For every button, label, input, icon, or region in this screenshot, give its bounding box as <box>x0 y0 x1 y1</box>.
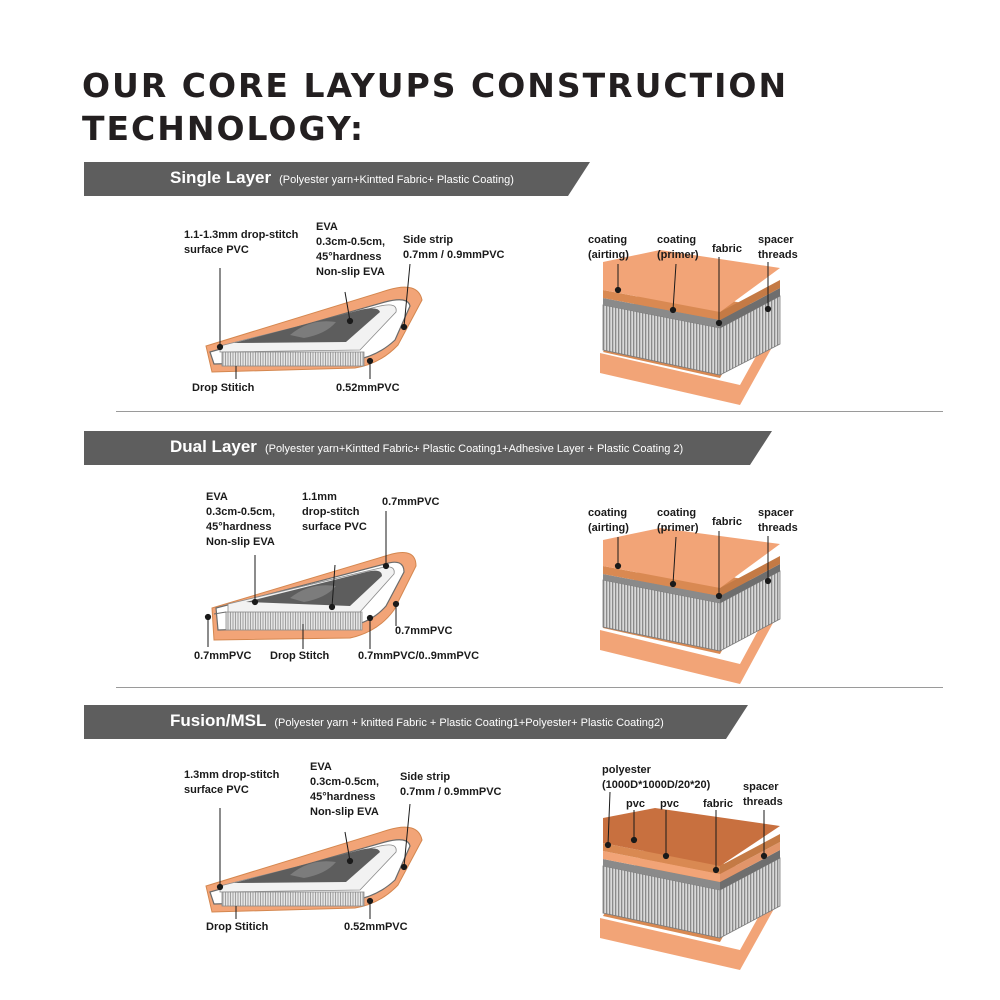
label-coating-airting: coating (airting) <box>588 507 629 534</box>
board-diagram-single-layer <box>205 286 423 373</box>
section-name: Fusion/MSL <box>170 711 267 730</box>
section-divider <box>116 411 943 412</box>
label-drop-stitch: Drop Stitch <box>270 650 330 662</box>
layer-diagram-single-layer <box>600 250 781 405</box>
label-coating-airting: coating (airting) <box>588 234 629 261</box>
leader-lines <box>204 257 772 919</box>
page-title: OUR CORE LAYUPS CONSTRUCTION TECHNOLOGY: <box>82 64 788 150</box>
label-side-strip: Side strip 0.7mm / 0.9mmPVC <box>400 771 502 798</box>
section-description: (Polyester yarn+Kintted Fabric+ Plastic … <box>279 174 514 186</box>
page-title-line-1: OUR CORE LAYUPS CONSTRUCTION <box>82 66 789 105</box>
layer-diagram-dual-layer <box>600 528 781 684</box>
board-diagram-fusion-msl <box>205 826 423 913</box>
section-banner-fusion-msl: Fusion/MSL (Polyester yarn + knitted Fabr… <box>84 705 748 739</box>
label-pvc-2: pvc <box>660 798 679 810</box>
section-name: Single Layer <box>170 168 272 187</box>
label-spacer-threads: spacer threads <box>758 507 798 534</box>
label-pvc-rail: 0.7mmPVC/0..9mmPVC <box>358 650 480 662</box>
label-spacer-threads: spacer threads <box>743 781 783 808</box>
label-eva: EVA 0.3cm-0.5cm, 45°hardness Non-slip EV… <box>316 221 386 278</box>
label-coating-primer: coating (primer) <box>657 507 699 534</box>
label-coating-primer: coating (primer) <box>657 234 699 261</box>
section-banner-dual-layer: Dual Layer (Polyester yarn+Kintted Fabric… <box>84 431 772 465</box>
label-eva: EVA 0.3cm-0.5cm, 45°hardness Non-slip EV… <box>310 761 380 818</box>
section-banner-single-layer: Single Layer (Polyester yarn+Kintted Fabr… <box>84 162 590 196</box>
label-surface-pvc: 1.1mm drop-stitch surface PVC <box>302 491 367 533</box>
label-pvc-bottom: 0.52mmPVC <box>336 382 400 394</box>
section-divider <box>116 687 943 688</box>
label-pvc-bottom: 0.52mmPVC <box>344 921 408 933</box>
label-pvc-mid: 0.7mmPVC <box>395 625 453 637</box>
layer-diagram-fusion-msl <box>600 808 781 970</box>
label-surface-pvc: 1.1-1.3mm drop-stitch surface PVC <box>184 229 299 256</box>
label-fabric: fabric <box>712 516 742 528</box>
label-drop-stitch: Drop Stitich <box>192 382 255 394</box>
label-pvc-1: pvc <box>626 798 645 810</box>
label-side-strip: Side strip 0.7mm / 0.9mmPVC <box>403 234 505 261</box>
label-drop-stitch: Drop Stitich <box>206 921 269 933</box>
label-eva: EVA 0.3cm-0.5cm, 45°hardness Non-slip EV… <box>206 491 276 548</box>
section-description: (Polyester yarn+Kintted Fabric+ Plastic … <box>264 443 684 455</box>
label-fabric: fabric <box>703 798 733 810</box>
label-surface-pvc: 1.3mm drop-stitch surface PVC <box>184 769 280 796</box>
page-title-line-2: TECHNOLOGY: <box>82 109 366 148</box>
label-pvc-left: 0.7mmPVC <box>194 650 252 662</box>
label-pvc-top: 0.7mmPVC <box>382 496 440 508</box>
label-fabric: fabric <box>712 243 742 255</box>
label-polyester: polyester (1000D*1000D/20*20) <box>602 764 711 791</box>
label-spacer-threads: spacer threads <box>758 234 798 261</box>
section-name: Dual Layer <box>170 437 257 456</box>
section-description: (Polyester yarn + knitted Fabric + Plast… <box>274 717 664 729</box>
board-diagram-dual-layer <box>211 552 417 641</box>
